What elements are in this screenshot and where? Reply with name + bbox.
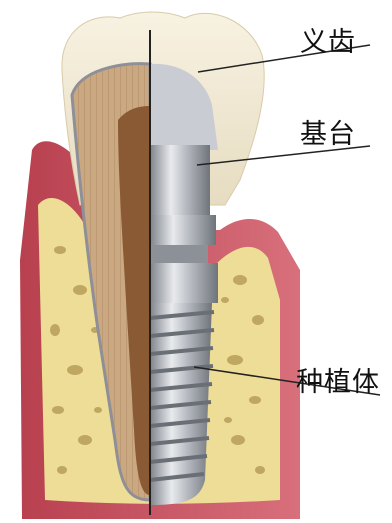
- abutment: [150, 145, 210, 215]
- label-implant: 种植体: [296, 360, 380, 399]
- label-abutment: 基台: [300, 112, 356, 151]
- label-crown: 义齿: [300, 20, 356, 59]
